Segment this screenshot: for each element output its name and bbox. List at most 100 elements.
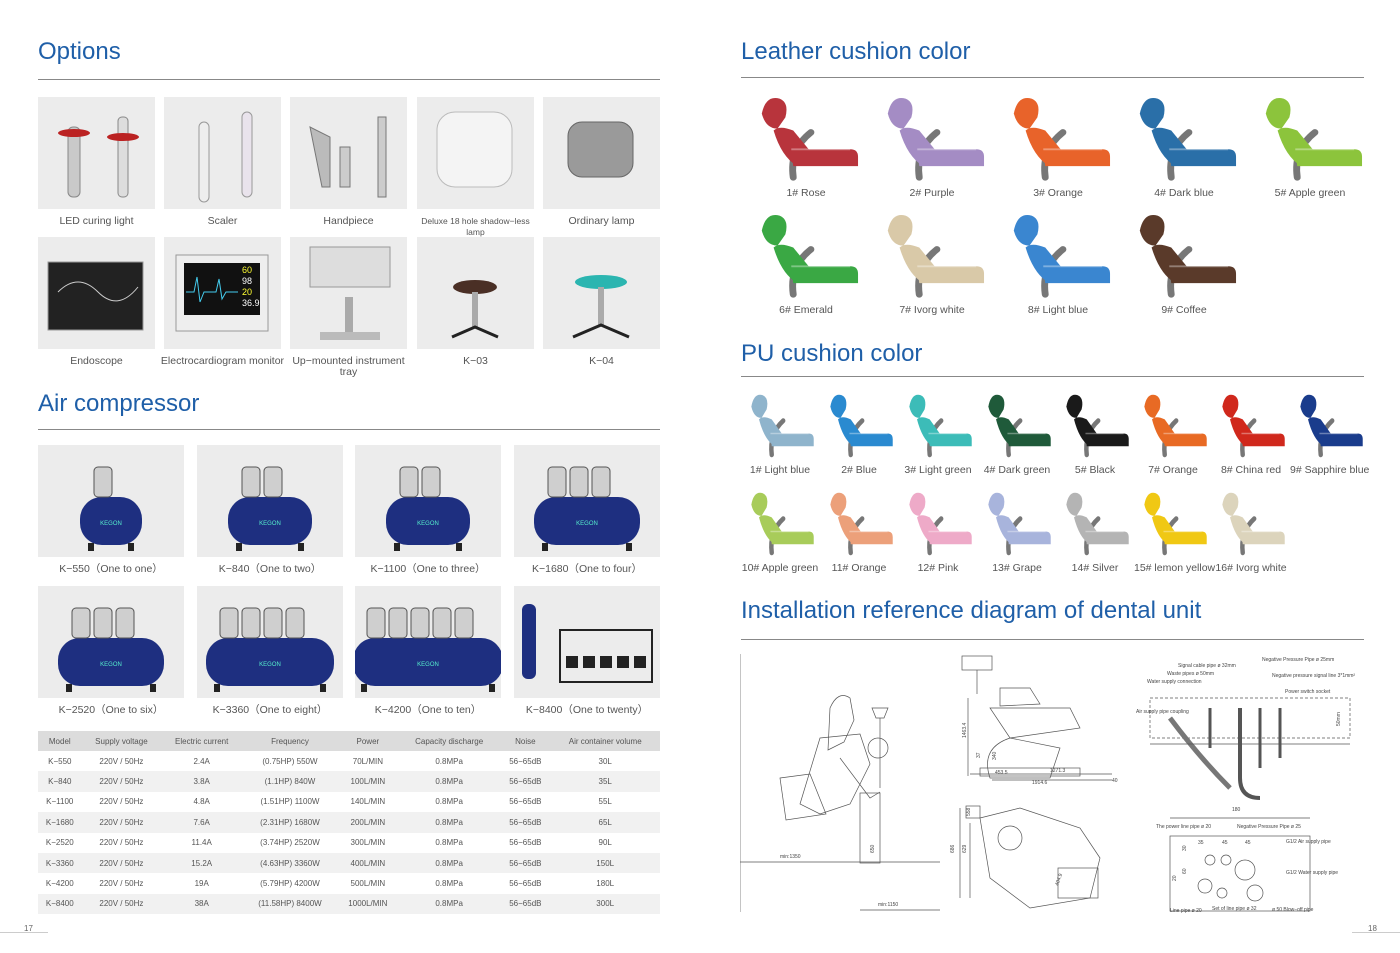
spec-cell: 38A <box>161 893 243 915</box>
option-label: Handpiece <box>323 215 374 227</box>
note-power-switch: Power switch socket <box>1285 689 1331 695</box>
leather-label: 6# Emerald <box>779 304 833 316</box>
ecg-reading: 20 <box>242 287 252 297</box>
instrument-tray-icon <box>309 246 391 340</box>
spec-cell: 220V / 50Hz <box>81 893 162 915</box>
spec-cell: 100L/MIN <box>337 771 398 792</box>
curing-light-icon <box>58 116 139 198</box>
ordinary-lamp-icon <box>567 121 634 178</box>
leather-swatch <box>1004 210 1112 305</box>
spec-cell: 35L <box>550 771 660 792</box>
compressor-label: K−1680（One to four） <box>531 563 643 575</box>
spec-cell: 0.8MPa <box>435 756 463 766</box>
spec-cell: (11.58HP) 8400W <box>242 893 338 915</box>
spec-cell: 180L <box>596 879 615 889</box>
option-label: LED curing light <box>59 215 134 227</box>
note-set-of-line-pipe: Set of line pipe ø 32 <box>1212 906 1257 912</box>
leather-swatch <box>752 93 860 188</box>
spec-cell: 0.8MPa <box>397 812 501 833</box>
air-compressor-icon: KEGON <box>58 607 164 692</box>
leather-swatch <box>1130 210 1238 305</box>
spec-header-cell: Supply voltage <box>81 731 162 751</box>
dim-45-a: 45 <box>1222 840 1228 846</box>
stool-icon <box>451 280 499 339</box>
pu-title: PU cushion color <box>741 340 923 367</box>
spec-cell: 220V / 50Hz <box>99 797 144 807</box>
pu-swatch <box>982 489 1052 562</box>
pu-label: 2# Blue <box>841 464 877 476</box>
pu-label: 9# Sapphire blue <box>1290 464 1370 476</box>
pu-swatch <box>1138 489 1208 562</box>
dim-37: 37 <box>976 752 982 758</box>
note-blow-off-pipe: ø 50 Blow−off pipe <box>1272 907 1314 913</box>
pu-swatch <box>1294 391 1364 464</box>
spec-cell: 56−65dB <box>509 797 542 807</box>
spec-cell: 0.8MPa <box>397 852 501 874</box>
compressor-tile: KEGON <box>38 586 184 698</box>
dental-chair-icon <box>988 394 1051 458</box>
svg-text:KEGON: KEGON <box>100 521 122 527</box>
options-divider <box>38 79 660 80</box>
dental-chair-icon <box>1013 98 1111 181</box>
air-compressor-icon: KEGON <box>355 607 501 692</box>
dental-chair-icon <box>1222 394 1285 458</box>
svg-text:KEGON: KEGON <box>576 521 598 527</box>
installation-divider <box>741 639 1364 640</box>
spec-cell: 30L <box>598 756 612 766</box>
pu-label: 4# Dark green <box>983 464 1051 476</box>
spec-header-cell: Electric current <box>161 731 243 751</box>
leather-label: 4# Dark blue <box>1154 187 1214 199</box>
option-tile <box>290 237 407 349</box>
leather-divider <box>741 77 1364 78</box>
spec-header-cell: Model <box>38 731 82 751</box>
spec-cell: 56−65dB <box>500 893 551 915</box>
pu-divider <box>741 376 1364 377</box>
pu-label: 7# Orange <box>1148 464 1198 476</box>
spec-cell: K−550 <box>48 756 72 766</box>
installation-title: Installation reference diagram of dental… <box>741 597 1202 624</box>
spec-cell: K−3360 <box>38 852 82 874</box>
spec-cell: 220V / 50Hz <box>81 852 162 874</box>
spec-cell: 300L <box>550 893 660 915</box>
spec-cell: 70L/MIN <box>352 756 383 766</box>
spec-cell: 300L/MIN <box>350 838 386 848</box>
dim-20: 20 <box>1172 875 1178 881</box>
note-negative-pressure-pipe: Negative Pressure Pipe ø 25mm <box>1262 657 1334 663</box>
pu-label: 8# China red <box>1220 464 1282 476</box>
spec-header-cell: Noise <box>500 731 551 751</box>
dental-chair-icon <box>1222 492 1285 556</box>
spec-cell: 0.8MPa <box>397 771 501 792</box>
dim-1271: 1271.3 <box>1050 768 1066 774</box>
pu-swatch <box>1216 391 1286 464</box>
air-compressor-icon: KEGON <box>80 466 142 551</box>
dental-chair-icon <box>751 394 814 458</box>
option-label: K−03 <box>463 355 488 367</box>
leather-swatch <box>752 210 860 305</box>
option-label: Deluxe 18 hole shadow−less lamp <box>421 216 530 237</box>
pu-swatch <box>824 489 894 562</box>
dim-30: 30 <box>1182 845 1188 851</box>
note-negative-pressure-25: Negative Pressure Pipe ø 25 <box>1237 824 1301 830</box>
svg-text:KEGON: KEGON <box>259 662 281 668</box>
footer-line-right <box>1352 932 1400 933</box>
dental-chair-icon <box>1013 215 1111 298</box>
page-number-left: 17 <box>24 924 33 933</box>
spec-cell: 3.8A <box>161 771 243 792</box>
spec-cell: (3.74HP) 2520W <box>260 838 320 848</box>
dental-chair-icon <box>751 492 814 556</box>
dim-686: 686 <box>950 844 956 853</box>
dim-453: 453.5 <box>995 770 1008 776</box>
pu-label: 11# Orange <box>831 562 887 574</box>
spec-header-cell: Power <box>337 731 398 751</box>
note-power-line-pipe: The power line pipe ø 20 <box>1156 824 1211 830</box>
compressor-tile <box>514 586 660 698</box>
dental-chair-icon <box>909 492 972 556</box>
note-air-supply: Air supply pipe coupling <box>1136 709 1189 715</box>
